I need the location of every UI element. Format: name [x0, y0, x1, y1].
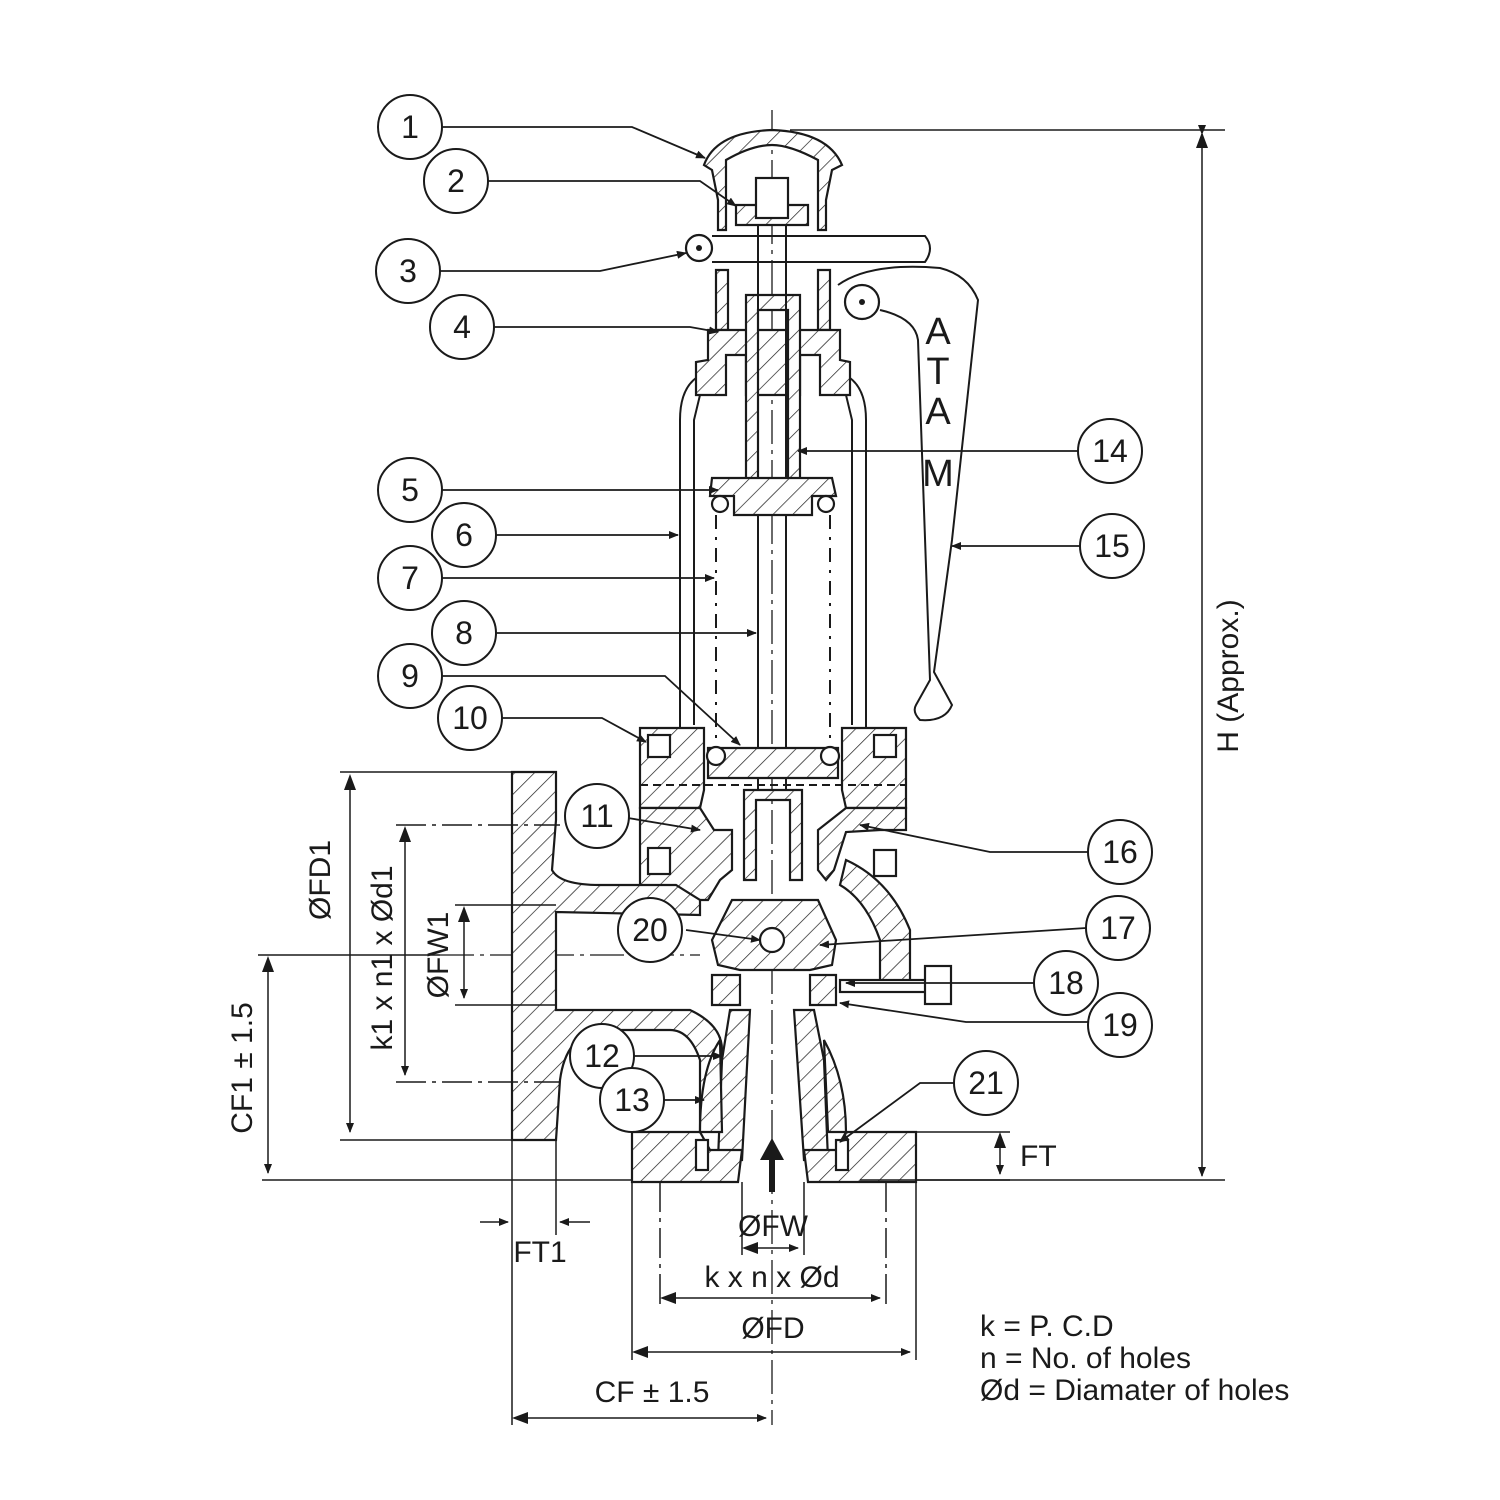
dimensions: H (Approx.) ØFD1 k1 x n1 x Ød1 ØFW1 CF1 …	[226, 125, 1245, 1425]
brand-letter-3: A	[925, 391, 951, 433]
guide	[742, 788, 804, 882]
svg-text:12: 12	[584, 1038, 620, 1074]
svg-text:5: 5	[401, 472, 419, 508]
balloon-18: 18	[1033, 950, 1099, 1016]
dim-fw: ØFW	[738, 1210, 809, 1243]
balloon-4: 4	[429, 294, 495, 360]
svg-text:14: 14	[1092, 433, 1128, 469]
svg-text:8: 8	[455, 615, 473, 651]
balloon-3: 3	[375, 238, 441, 304]
valve-body	[440, 110, 980, 1425]
lever-handle	[837, 265, 980, 722]
balloon-13: 13	[599, 1067, 665, 1133]
brand-letter-2: T	[926, 351, 949, 393]
disc-ball	[758, 926, 786, 954]
body-base-right	[822, 1039, 848, 1134]
dim-fd: ØFD	[741, 1312, 804, 1345]
svg-text:11: 11	[580, 798, 613, 834]
svg-text:6: 6	[455, 517, 473, 553]
svg-text:4: 4	[453, 309, 471, 345]
balloon-19: 19	[1087, 992, 1153, 1058]
dim-h: H (Approx.)	[1212, 599, 1245, 752]
dim-ft1: FT1	[513, 1236, 566, 1269]
legend-n: n = No. of holes	[980, 1342, 1191, 1375]
balloon-1: 1	[377, 94, 443, 160]
balloon-17: 17	[1085, 895, 1151, 961]
lever-arm	[712, 235, 931, 263]
bonnet	[679, 377, 867, 730]
balloon-15: 15	[1079, 513, 1145, 579]
dim-knd: k x n x Ød	[704, 1261, 839, 1294]
balloon-11: 11	[564, 783, 630, 849]
balloon-2: 2	[423, 148, 489, 214]
legend-k: k = P. C.D	[980, 1310, 1114, 1343]
balloon-14: 14	[1077, 418, 1143, 484]
balloon-21: 21	[953, 1050, 1019, 1116]
body-base-left	[698, 1036, 724, 1134]
balloon-16: 16	[1087, 819, 1153, 885]
nozzle	[716, 1008, 830, 1162]
bonnet-inner	[693, 394, 853, 725]
svg-text:1: 1	[401, 109, 419, 145]
bonnet-top	[694, 328, 852, 397]
svg-text:18: 18	[1048, 965, 1084, 1001]
svg-text:19: 19	[1102, 1007, 1138, 1043]
body-right-wall	[838, 858, 912, 992]
ring-lock-screw	[838, 978, 932, 994]
svg-text:21: 21	[968, 1065, 1004, 1101]
svg-text:13: 13	[614, 1082, 650, 1118]
svg-text:20: 20	[632, 912, 668, 948]
spindle-top	[754, 176, 790, 220]
svg-text:7: 7	[401, 560, 419, 596]
balloon-6: 6	[431, 502, 497, 568]
brand-letter-1: A	[925, 311, 951, 353]
svg-text:15: 15	[1094, 528, 1130, 564]
balloon-8: 8	[431, 600, 497, 666]
leader-lines	[440, 126, 1088, 1143]
dim-k1n1d1: k1 x n1 x Ød1	[366, 865, 399, 1050]
lower-spring-plate	[706, 746, 840, 780]
dim-fd1: ØFD1	[304, 840, 337, 920]
upper-spring-plate	[708, 476, 838, 517]
balloon-10: 10	[437, 685, 503, 751]
dim-cf1: CF1 ± 1.5	[226, 1002, 259, 1134]
balloon-5: 5	[377, 457, 443, 523]
legend-d: Ød = Diamater of holes	[980, 1374, 1289, 1407]
dim-ft: FT	[1020, 1140, 1057, 1173]
balloon-9: 9	[377, 643, 443, 709]
brand-letter-4: M	[922, 453, 954, 495]
body-neck-right	[816, 806, 908, 882]
ring-lock-screw-head	[923, 964, 953, 1006]
balloon-7: 7	[377, 545, 443, 611]
svg-text:16: 16	[1102, 834, 1138, 870]
cap-lower-wall-right	[816, 268, 832, 332]
adjusting-ring	[710, 973, 838, 1007]
legend: k = P. C.D n = No. of holes Ød = Diamate…	[980, 1310, 1289, 1407]
brand-text: A T A M	[922, 311, 954, 495]
svg-text:17: 17	[1100, 910, 1136, 946]
dim-cf: CF ± 1.5	[595, 1376, 710, 1409]
svg-text:2: 2	[447, 163, 465, 199]
svg-text:3: 3	[399, 253, 417, 289]
cap	[702, 128, 844, 232]
svg-text:10: 10	[452, 700, 488, 736]
part-balloons: 1 2 3 4 5 6 7 8 9 10 11 12 13 14 15 16 1…	[375, 94, 1153, 1133]
svg-text:9: 9	[401, 658, 419, 694]
balloon-20: 20	[617, 897, 683, 963]
cap-lower-wall-left	[714, 268, 730, 332]
